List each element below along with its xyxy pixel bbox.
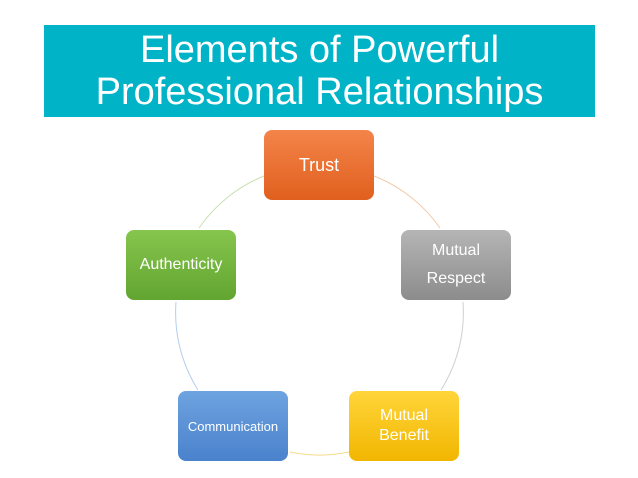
arc-authenticity-to-trust	[198, 175, 265, 229]
arc-trust-to-respect	[373, 175, 441, 229]
node-mutual-respect-line-1: Mutual	[431, 242, 481, 259]
node-authenticity: Authenticity	[126, 230, 236, 300]
title-line-1: Elements of Powerful	[139, 29, 500, 71]
node-mutual-benefit: Mutual Benefit	[349, 391, 459, 461]
node-communication-label: Communication	[187, 418, 279, 434]
node-mutual-respect: Mutual Respect	[401, 230, 511, 300]
title-line-2: Professional Relationships	[95, 71, 544, 113]
node-trust: Trust	[264, 130, 374, 200]
node-mutual-respect-line-2: Respect	[426, 270, 486, 287]
arc-respect-to-benefit	[440, 301, 464, 391]
node-trust-label: Trust	[298, 154, 340, 175]
node-mutual-benefit-line-2: Benefit	[379, 427, 429, 444]
arc-communication-to-authenticity	[175, 301, 199, 391]
node-mutual-benefit-line-1: Mutual	[379, 407, 429, 424]
node-authenticity-label: Authenticity	[139, 256, 223, 273]
arc-benefit-to-communication	[289, 451, 350, 456]
title-banner: Elements of Powerful Professional Relati…	[44, 25, 595, 117]
node-communication: Communication	[178, 391, 288, 461]
